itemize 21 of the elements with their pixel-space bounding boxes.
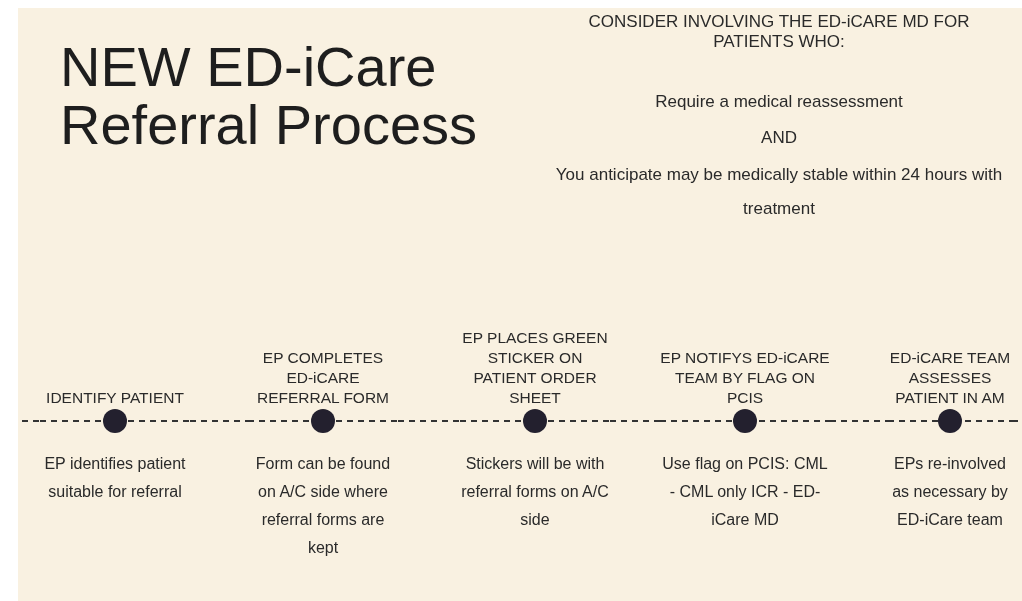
timeline-line	[21, 420, 41, 422]
timeline-line	[189, 420, 249, 422]
timeline-line	[829, 420, 889, 422]
heading-text: CONSIDER INVOLVING THE ED-iCARE MD FOR PATIENTS WHO:	[587, 12, 971, 52]
note-text: You anticipate may be medically stable within 24 hours with treatment	[554, 164, 1004, 220]
note-text: Require a medical reassessment	[654, 92, 904, 112]
step-description: Stickers will be with referral forms on A/C side	[460, 454, 610, 530]
step-description: EPs re-involved as necessary by ED-iCare team	[891, 454, 1009, 530]
step-description: Form can be found on A/C side where referral forms are kept	[254, 454, 392, 558]
note-text: AND	[760, 128, 798, 148]
step-description: Use flag on PCIS: CML - CML only ICR - ED-iCare MD	[661, 454, 829, 530]
title: NEW ED-iCare Referral Process	[60, 38, 479, 154]
timeline-line	[1011, 420, 1021, 422]
step-heading: EP COMPLETES ED-iCARE REFERRAL FORM	[255, 348, 390, 408]
timeline-line	[397, 420, 461, 422]
step-heading: ED-iCARE TEAM ASSESSES PATIENT IN AM	[888, 348, 1012, 408]
step-description: EP identifies patient suitable for referral	[43, 454, 187, 502]
step-heading: IDENTIFY PATIENT	[46, 388, 184, 408]
timeline-line	[609, 420, 661, 422]
step-heading: EP NOTIFYS ED-iCARE TEAM BY FLAG ON PCIS	[660, 348, 830, 408]
step-heading: EP PLACES GREEN STICKER ON PATIENT ORDER SHEET	[461, 328, 609, 408]
